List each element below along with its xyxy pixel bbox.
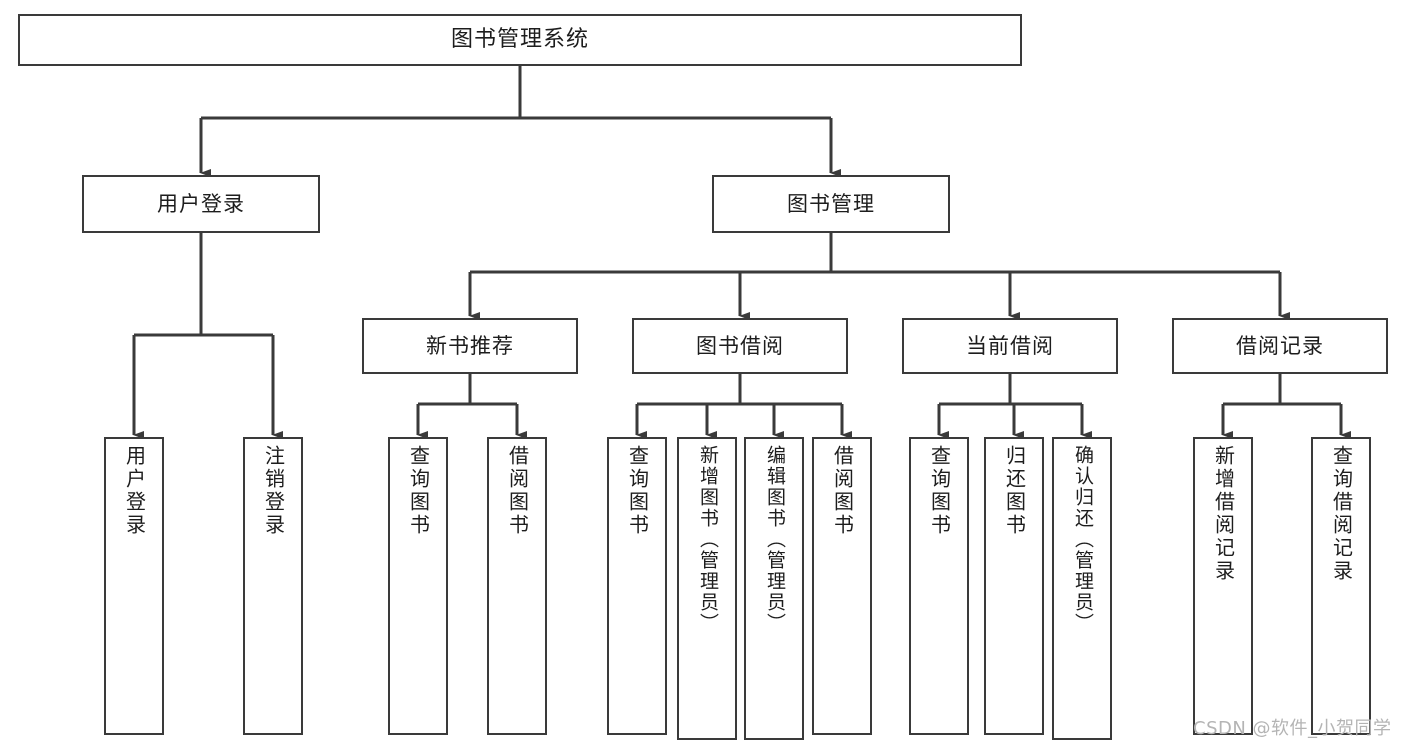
leaf-add-record-label: 新增借阅记录 xyxy=(1211,445,1236,583)
leaf-borrow-book-1-label: 借阅图书 xyxy=(505,445,530,537)
node-borrow-record-label: 借阅记录 xyxy=(1236,333,1324,358)
leaf-edit-book-label: 编辑图书（管理员） xyxy=(763,445,786,634)
leaf-confirm-return-label: 确认归还（管理员） xyxy=(1071,445,1094,634)
leaf-borrow-book-1[interactable]: 借阅图书 xyxy=(487,437,547,735)
node-book-borrow[interactable]: 图书借阅 xyxy=(632,318,848,374)
node-new-book-recommend-label: 新书推荐 xyxy=(426,333,514,358)
watermark: CSDN @软件_小贺同学 xyxy=(1193,718,1392,739)
leaf-confirm-return[interactable]: 确认归还（管理员） xyxy=(1052,437,1112,740)
leaf-query-book-1[interactable]: 查询图书 xyxy=(388,437,448,735)
leaf-edit-book[interactable]: 编辑图书（管理员） xyxy=(744,437,804,740)
node-book-manage-label: 图书管理 xyxy=(787,191,875,216)
leaf-return-book-label: 归还图书 xyxy=(1002,445,1027,537)
leaf-user-login[interactable]: 用户登录 xyxy=(104,437,164,735)
edges xyxy=(132,66,1351,439)
node-book-borrow-label: 图书借阅 xyxy=(696,333,784,358)
leaf-query-book-2[interactable]: 查询图书 xyxy=(607,437,667,735)
node-user-login[interactable]: 用户登录 xyxy=(82,175,320,233)
leaf-add-book[interactable]: 新增图书（管理员） xyxy=(677,437,737,740)
leaf-query-book-2-label: 查询图书 xyxy=(625,445,650,537)
node-root[interactable]: 图书管理系统 xyxy=(18,14,1022,66)
leaf-logout[interactable]: 注销登录 xyxy=(243,437,303,735)
node-current-borrow[interactable]: 当前借阅 xyxy=(902,318,1118,374)
leaf-query-book-1-label: 查询图书 xyxy=(406,445,431,537)
node-book-manage[interactable]: 图书管理 xyxy=(712,175,950,233)
leaf-logout-label: 注销登录 xyxy=(261,445,286,537)
leaf-add-record[interactable]: 新增借阅记录 xyxy=(1193,437,1253,735)
node-user-login-label: 用户登录 xyxy=(157,191,245,216)
node-borrow-record[interactable]: 借阅记录 xyxy=(1172,318,1388,374)
leaf-borrow-book-2[interactable]: 借阅图书 xyxy=(812,437,872,735)
leaf-query-book-3[interactable]: 查询图书 xyxy=(909,437,969,735)
node-root-label: 图书管理系统 xyxy=(450,27,589,53)
leaf-return-book[interactable]: 归还图书 xyxy=(984,437,1044,735)
leaf-add-book-label: 新增图书（管理员） xyxy=(696,445,719,634)
leaf-query-book-3-label: 查询图书 xyxy=(927,445,952,537)
node-new-book-recommend[interactable]: 新书推荐 xyxy=(362,318,578,374)
node-current-borrow-label: 当前借阅 xyxy=(966,333,1054,358)
leaf-query-record-label: 查询借阅记录 xyxy=(1329,445,1354,583)
leaf-user-login-label: 用户登录 xyxy=(122,445,147,537)
leaf-borrow-book-2-label: 借阅图书 xyxy=(830,445,855,537)
leaf-query-record[interactable]: 查询借阅记录 xyxy=(1311,437,1371,735)
